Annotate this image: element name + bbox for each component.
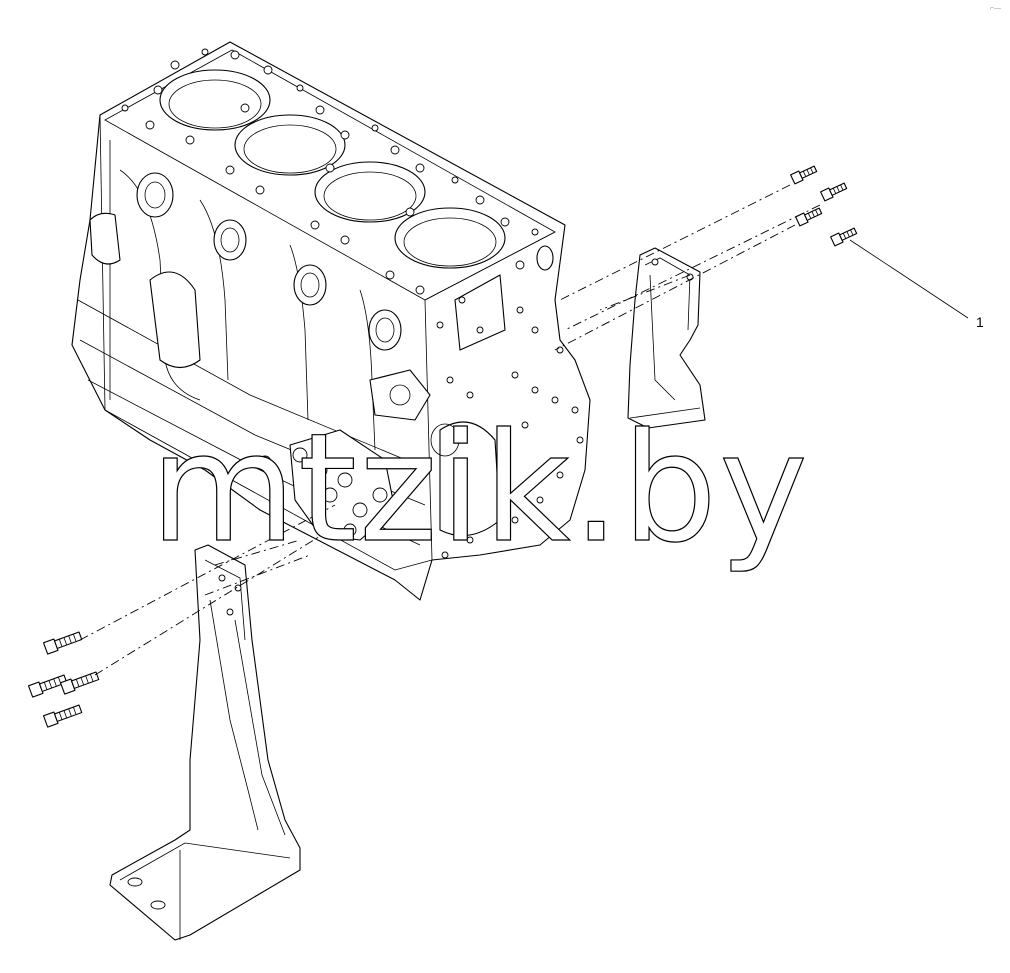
cylinder-bores	[159, 69, 506, 269]
lower-bolts	[28, 631, 100, 728]
block-rear-face	[424, 231, 584, 559]
upper-bolts	[790, 165, 858, 247]
block-front-face	[77, 140, 431, 546]
deck-bolt-holes	[121, 48, 539, 295]
assembly-centerlines	[79, 184, 821, 676]
oil-filter-mount	[258, 429, 396, 541]
rear-engine-bracket	[627, 247, 706, 429]
callout-leader-line	[849, 239, 969, 319]
engine-block	[71, 41, 591, 601]
front-engine-bracket	[109, 544, 301, 941]
watermark-text: mtzik.by	[150, 402, 810, 576]
callout-label-1: 1	[976, 314, 984, 330]
corner-mark: ⌐—	[990, 5, 1001, 12]
